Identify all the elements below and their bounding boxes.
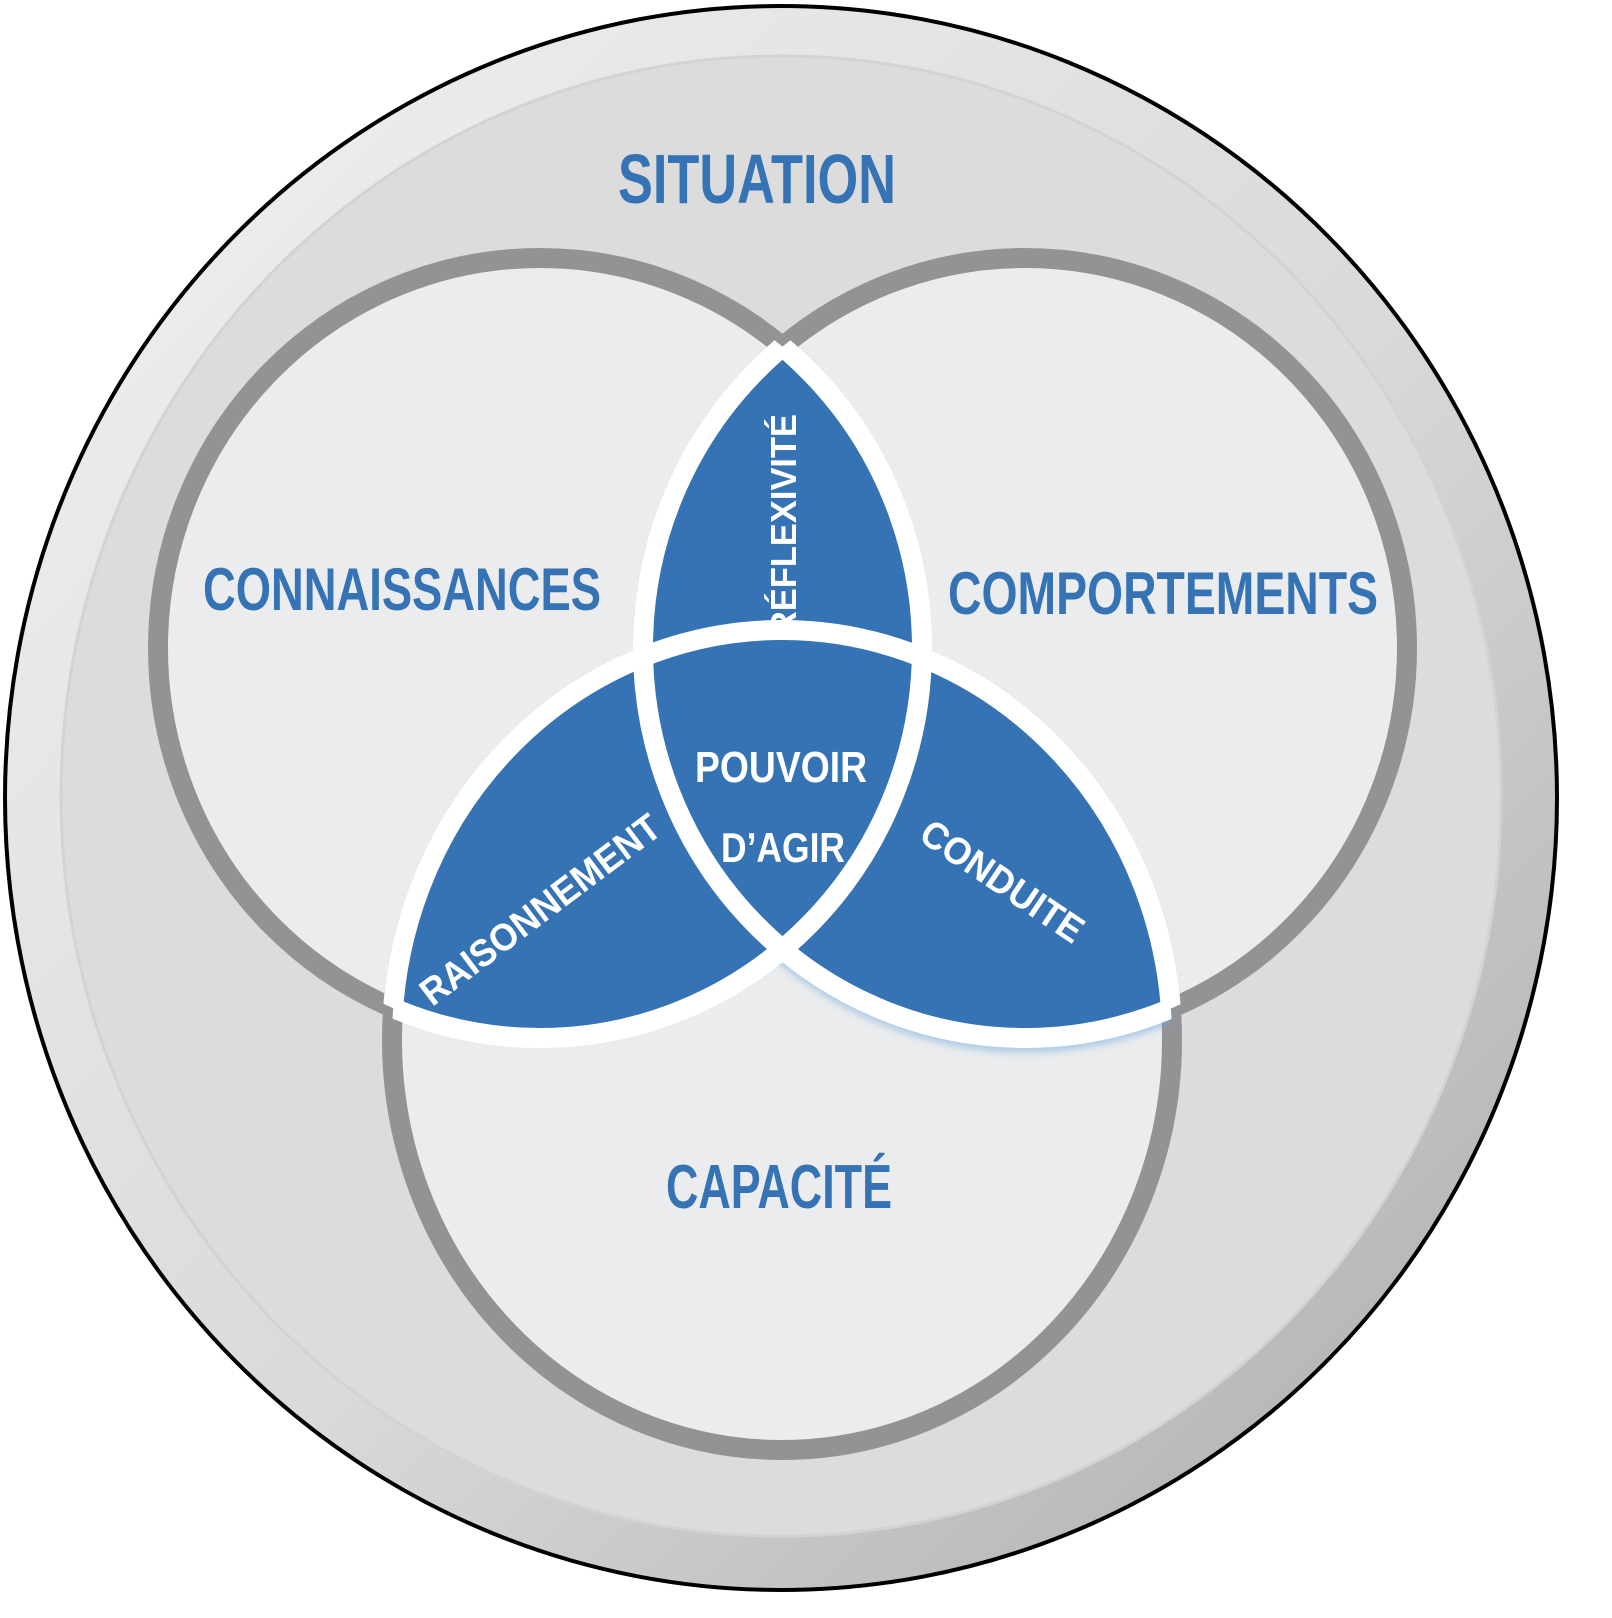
label-pouvoir: POUVOIR (695, 743, 867, 792)
lens-outlines (382, 258, 1182, 1048)
label-capacite: CAPACITÉ (666, 1153, 892, 1222)
title-situation: SITUATION (618, 140, 896, 218)
label-comportements: COMPORTEMENTS (948, 560, 1378, 627)
outline-b (382, 620, 1182, 1038)
label-connaissances: CONNAISSANCES (203, 556, 601, 623)
lens-conduite (643, 630, 1172, 1038)
lens-raisonnement (392, 630, 922, 1038)
label-dagir: D’AGIR (721, 824, 845, 871)
label-reflexivite: RÉFLEXIVITÉ (763, 414, 804, 636)
intersections (392, 258, 1172, 1038)
